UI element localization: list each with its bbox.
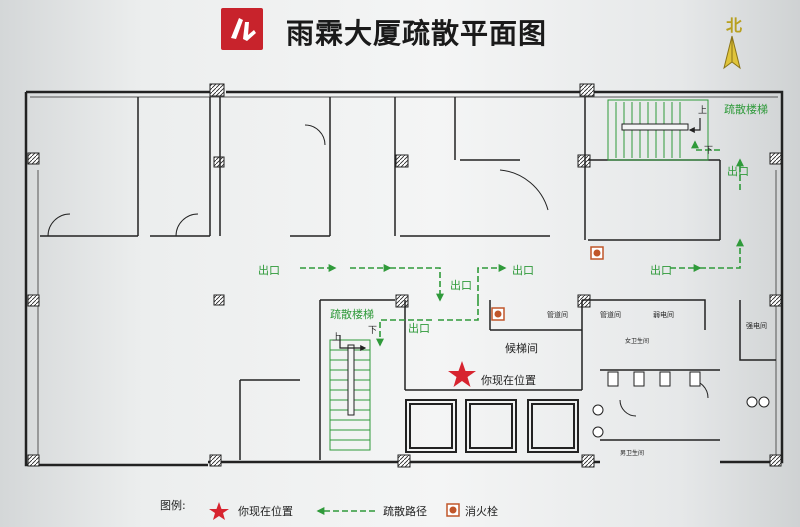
logo-icon (221, 8, 263, 50)
pipe-room-label: 管道间 (547, 310, 568, 319)
you-are-here-label: 你现在位置 (481, 373, 536, 387)
exit-label-5: 出口 (650, 263, 672, 277)
legend-hydrant-label: 消火栓 (465, 505, 498, 518)
up-label-northeast: 上 (698, 105, 707, 116)
exit-label-4: 出口 (408, 321, 430, 335)
down-label-southwest: 下 (368, 326, 377, 336)
up-label-southwest: 上 (332, 332, 341, 343)
exit-label-2: 出口 (450, 278, 472, 292)
you-are-here-star-icon (448, 361, 476, 387)
male-wc-label: 男卫生间 (620, 449, 644, 457)
strong-room-label: 强电间 (746, 321, 767, 330)
legend-route-label: 疏散路径 (383, 505, 427, 518)
north-arrow-icon (723, 35, 741, 70)
down-label-northeast: 下 (704, 146, 713, 156)
columns (27, 83, 782, 468)
stair-label-northeast: 疏散楼梯 (724, 102, 768, 116)
weak-room-label: 弱电间 (653, 310, 674, 319)
evacuation-routes (300, 140, 744, 347)
legend-star-label: 你现在位置 (238, 505, 293, 518)
elevators (405, 399, 579, 453)
pipe-room-label-2: 管道间 (600, 310, 621, 319)
legend-title: 图例: (160, 499, 186, 512)
north-label: 北 (726, 16, 743, 35)
stair-direction-arrows (339, 118, 701, 351)
exit-label-6: 出口 (727, 164, 749, 178)
female-wc-label: 女卫生间 (625, 337, 649, 345)
inner-wall-lines (30, 96, 778, 460)
toilet-fixtures (592, 371, 770, 438)
legend (209, 502, 460, 520)
fire-hydrant-icon (491, 246, 604, 321)
outer-walls (24, 90, 784, 467)
stair-northeast (607, 99, 709, 161)
stair-label-southwest: 疏散楼梯 (330, 307, 374, 321)
exit-label-1: 出口 (258, 263, 280, 277)
lobby-label: 候梯间 (505, 341, 538, 355)
stair-southwest (329, 339, 371, 451)
exit-label-3: 出口 (512, 263, 534, 277)
page-title: 雨霖大厦疏散平面图 (286, 17, 548, 50)
legend-star-icon (209, 502, 229, 520)
interior-walls (40, 97, 776, 460)
